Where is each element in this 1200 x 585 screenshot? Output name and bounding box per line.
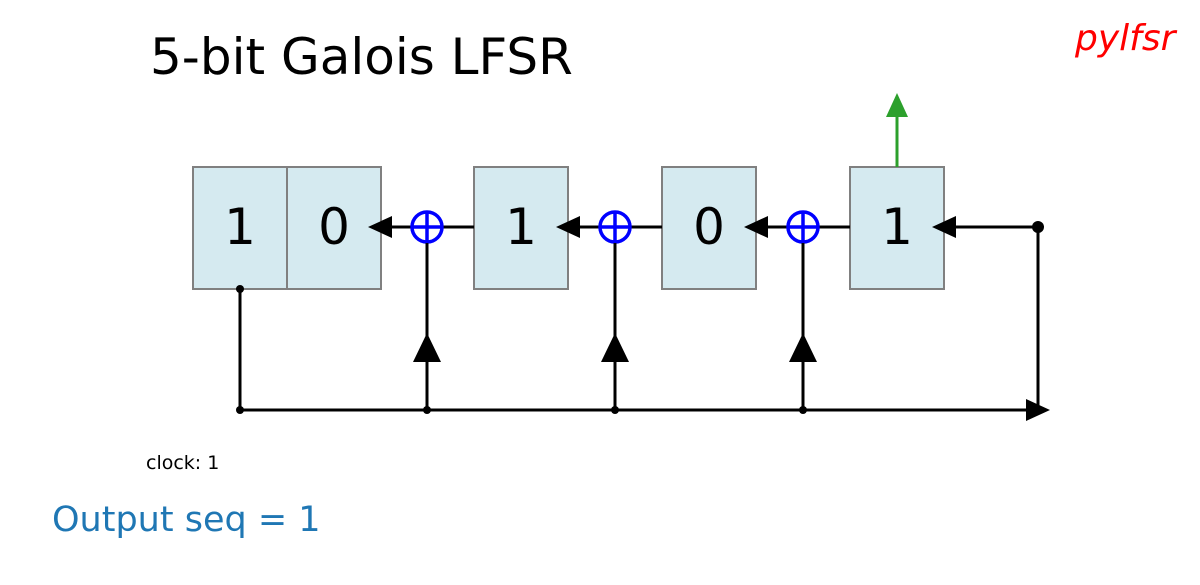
register-cell-0 bbox=[849, 166, 945, 290]
register-value-1: 0 bbox=[693, 198, 725, 256]
tap-arrowhead-1 bbox=[789, 333, 817, 362]
clock-label: clock: bbox=[146, 452, 202, 474]
tap-arrowhead-2 bbox=[601, 333, 629, 362]
arrowhead-into-reg-1 bbox=[744, 216, 768, 238]
output-value: 1 bbox=[298, 500, 321, 540]
register-cell-1 bbox=[661, 166, 757, 290]
junction-dot-feedback-top bbox=[1032, 221, 1044, 233]
junction-dot-tap-2 bbox=[611, 406, 619, 414]
junction-dot-tap-3 bbox=[423, 406, 431, 414]
feedback-bus bbox=[238, 227, 1040, 412]
output-arrow bbox=[886, 93, 908, 167]
register-values: 1 0 1 0 1 bbox=[224, 198, 913, 256]
output-arrow-head bbox=[886, 93, 908, 117]
arrowhead-into-reg-0 bbox=[932, 216, 956, 238]
arrowhead-into-reg-2 bbox=[556, 216, 580, 238]
register-value-4: 1 bbox=[224, 198, 256, 256]
tap-arrowheads bbox=[413, 333, 817, 362]
tap-lines bbox=[425, 243, 805, 410]
arrowhead-into-reg-3 bbox=[368, 216, 392, 238]
register-value-2: 1 bbox=[505, 198, 537, 256]
input-arrowheads bbox=[368, 216, 956, 238]
xor-gates bbox=[410, 210, 820, 244]
brand-logo-text: pylfsr bbox=[1075, 18, 1176, 59]
register-value-3: 0 bbox=[318, 198, 350, 256]
output-label: Output seq = bbox=[52, 500, 288, 540]
clock-value: 1 bbox=[207, 452, 220, 474]
xor-gate-3 bbox=[410, 210, 444, 244]
feedback-bus-arrowhead bbox=[1026, 399, 1050, 421]
clock-readout: clock: 1 bbox=[146, 452, 219, 474]
register-group bbox=[192, 166, 945, 290]
diagram-title: 5-bit Galois LFSR bbox=[150, 28, 573, 86]
junction-dot-tap-1 bbox=[799, 406, 807, 414]
xor-gate-1 bbox=[786, 210, 820, 244]
junction-dot-reg4-out bbox=[236, 285, 244, 293]
junction-dot-corner-left bbox=[236, 406, 244, 414]
output-sequence: Output seq = 1 bbox=[52, 500, 321, 540]
tap-arrowhead-3 bbox=[413, 333, 441, 362]
register-value-0: 1 bbox=[881, 198, 913, 256]
junction-dots bbox=[236, 221, 1044, 414]
xor-gate-2 bbox=[598, 210, 632, 244]
